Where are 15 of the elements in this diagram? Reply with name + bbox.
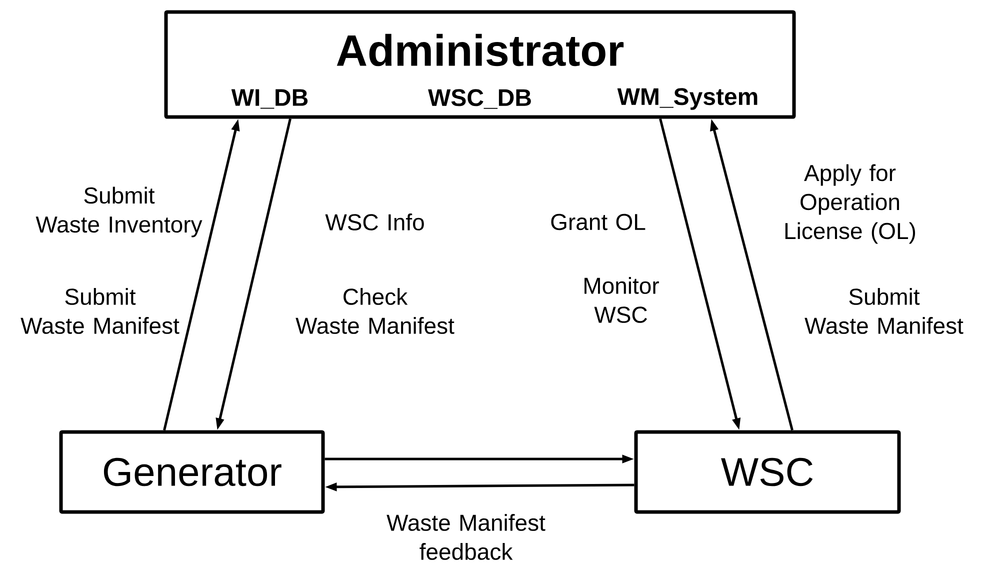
process-box: WSC: [634, 430, 901, 514]
flow-label: Submit Waste Manifest: [20, 288, 180, 334]
box-title: Administrator: [336, 34, 624, 66]
edge-label: Grant OL: [551, 214, 646, 230]
edge-label: Waste Manifest feedback: [386, 514, 546, 560]
database-label: WSC_DB: [428, 89, 531, 109]
flow-label: Submit Waste Manifest: [804, 288, 964, 334]
edge-label: Submit Waste Inventory: [36, 186, 202, 238]
flow-label: Monitor WSC: [584, 277, 659, 323]
database-label: WI_DB: [231, 89, 308, 109]
process-box: Generator: [59, 430, 325, 514]
flow-label: Check Waste Manifest: [296, 288, 454, 334]
edge-label: Apply for Operation License (OL): [785, 164, 916, 244]
edge-label: WSC Info: [325, 214, 424, 230]
database-label: WM_System: [617, 88, 758, 110]
